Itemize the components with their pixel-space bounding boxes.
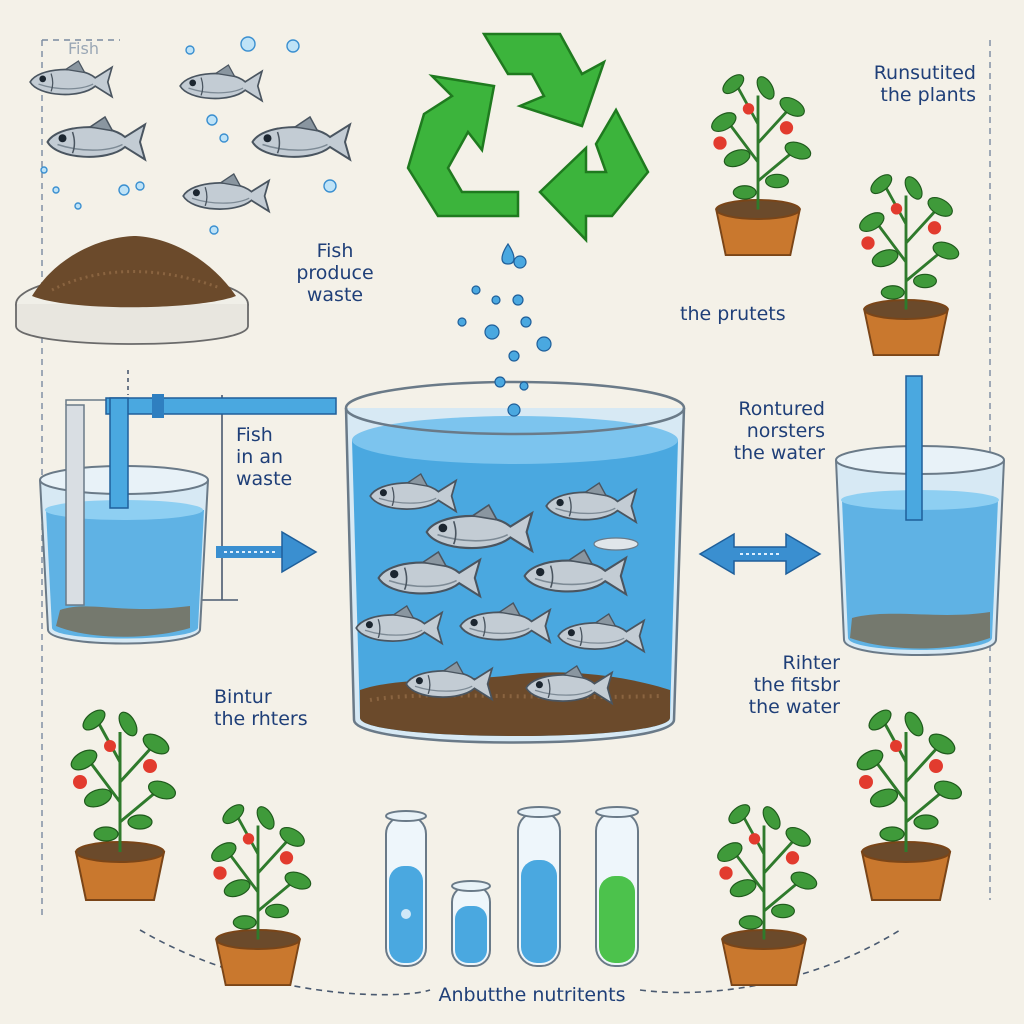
label-line: the water <box>748 696 840 718</box>
label-line: Runsutited <box>873 62 976 84</box>
plant-icon <box>713 799 821 987</box>
label-line: the rhters <box>214 708 308 730</box>
plant-icon <box>855 169 963 357</box>
test-tube-icon <box>451 880 491 967</box>
label-line: produce <box>296 262 374 284</box>
test-tube-icon <box>595 806 639 967</box>
label-nutrients: Anbutthe nutritents <box>438 984 626 1006</box>
fish-icon <box>46 116 146 161</box>
label-fish-in-waste: Fish in an waste <box>236 424 292 490</box>
label-runsuited-plants: Runsutited the plants <box>826 62 976 106</box>
label-line: waste <box>236 468 293 490</box>
water-drops <box>457 242 552 417</box>
bubbles <box>40 36 337 235</box>
label-rihter-water: Rihter the fitsbr the water <box>680 652 840 718</box>
label-line: the plants <box>880 84 976 106</box>
label-line: Rontured <box>738 398 825 420</box>
plant-icon <box>66 704 180 902</box>
label-line: Fish <box>236 424 273 446</box>
label-fish-corner: Fish <box>68 39 99 58</box>
plant-icon <box>707 69 815 257</box>
label-line: Bintur <box>214 686 272 708</box>
plant-icon <box>207 799 315 987</box>
arrow-right-icon <box>215 531 317 573</box>
label-line: the water <box>733 442 825 464</box>
test-tubes <box>385 806 639 967</box>
test-tube-icon <box>517 806 561 967</box>
filter-tank-left <box>39 394 337 645</box>
label-line: Rihter <box>782 652 840 674</box>
label-line: waste <box>306 284 364 306</box>
label-fish-produce-waste: Fish produce waste <box>270 240 400 306</box>
label-rontured-water: Rontured norsters the water <box>680 398 825 464</box>
double-arrow-icon <box>698 532 822 576</box>
plant-icon <box>852 704 966 902</box>
label-bintur-rhters: Bintur the rhters <box>214 686 308 730</box>
label-the-prutets: the prutets <box>680 303 786 325</box>
fish-icon <box>182 173 270 213</box>
test-tube-icon <box>385 810 427 967</box>
label-line: the fitsbr <box>753 674 840 696</box>
filter-tank-right <box>835 375 1005 656</box>
fish-feed-dish <box>15 236 249 345</box>
label-line: norsters <box>746 420 825 442</box>
fish-icon <box>179 64 263 102</box>
fish-school <box>29 60 351 213</box>
label-line: Fish <box>316 240 354 262</box>
fish-tank <box>344 380 686 744</box>
recycle-icon <box>406 32 650 244</box>
label-line: in an <box>236 446 284 468</box>
fish-icon <box>251 116 351 161</box>
